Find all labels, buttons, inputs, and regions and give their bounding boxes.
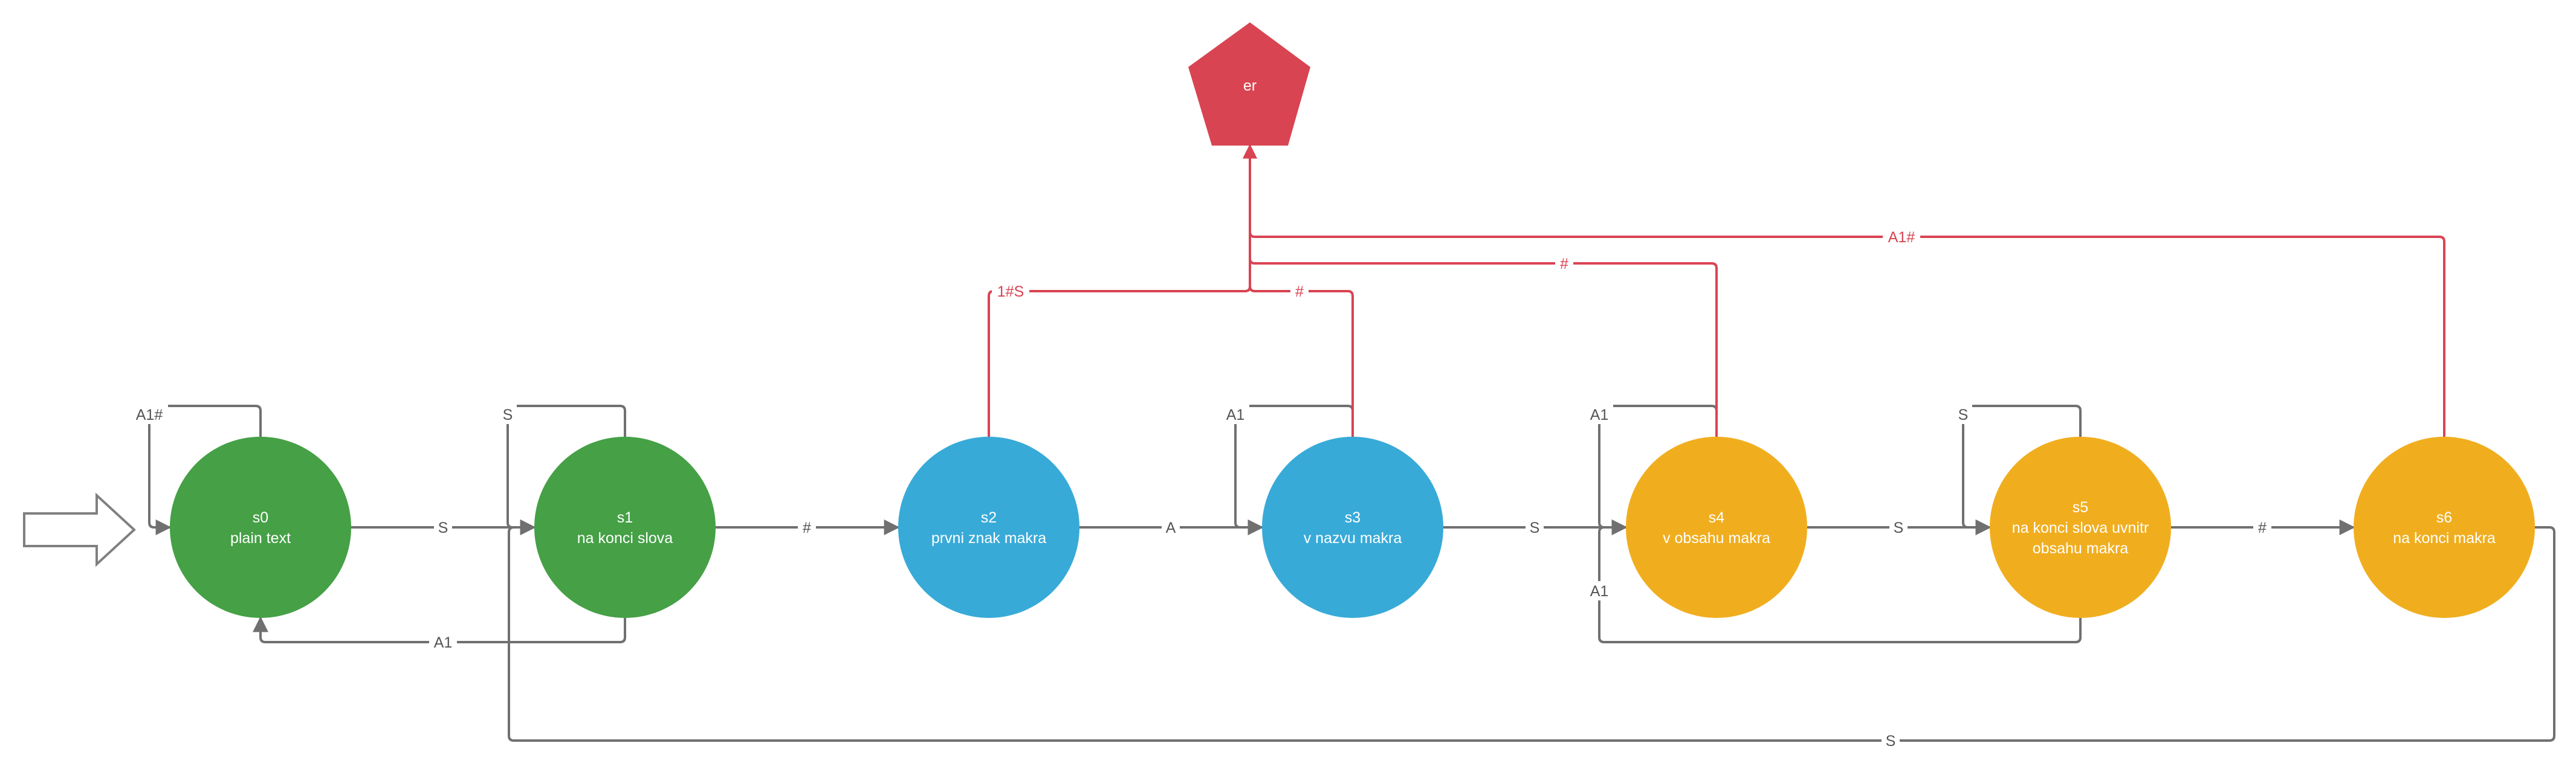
state-s2[interactable]: s2 prvni znak makra (898, 437, 1079, 618)
transition-label-group: A1# (1883, 227, 1920, 246)
states-layer: s0 plain text s1 na konci slova s2 prvni znak… (170, 437, 2535, 618)
state-circle-s1 (534, 437, 716, 618)
transition-label-group: S (1526, 518, 1544, 537)
error-state[interactable]: er (1188, 22, 1310, 146)
transition-s5-s4-14[interactable] (1598, 519, 2082, 643)
state-desc-s1: na konci slova (577, 530, 673, 547)
state-name-s3: s3 (1345, 509, 1361, 526)
transition-label-bg (1585, 405, 1613, 424)
state-desc-s6: na konci makra (2393, 530, 2496, 547)
transition-s4-er-12[interactable] (1243, 144, 1718, 437)
transition-label-bg (1882, 731, 1900, 750)
transition-label-group: A1 (1222, 405, 1249, 424)
transition-label-group: # (2253, 518, 2271, 537)
transition-label-group: 1#S (992, 281, 1029, 301)
transition-label-bg (429, 632, 457, 652)
transition-label-s6-er: A1# (1888, 229, 1915, 246)
state-desc-s5: na konci slova uvnitr (2012, 519, 2149, 536)
transition-label-group: A1 (1585, 581, 1613, 600)
error-state-label: er (1243, 77, 1257, 94)
transition-label-group: A1 (429, 632, 457, 652)
state-s5[interactable]: s5 na konci slova uvnitr obsahu makra (1990, 437, 2171, 618)
state-name-s4: s4 (1709, 509, 1725, 526)
transition-label-bg (1954, 405, 1972, 424)
transition-label-group: S (1889, 518, 1908, 537)
transition-label-bg (1889, 518, 1908, 537)
state-name-s6: s6 (2436, 509, 2452, 526)
transition-label-bg (1222, 405, 1249, 424)
state-name-s1: s1 (617, 509, 633, 526)
transition-s6-s1-17[interactable] (508, 519, 2555, 742)
transition-label-group: A (1162, 518, 1180, 537)
transition-label-s3-s4: S (1530, 519, 1540, 536)
state-circle-s4 (1626, 437, 1807, 618)
transition-label-group: # (1290, 281, 1309, 301)
transition-label-s1-s2: # (803, 519, 811, 536)
transition-label-group: S (499, 405, 517, 424)
transition-label-group: A1 (1585, 405, 1613, 424)
transition-label-bg (798, 518, 816, 537)
transition-label-s0-s0: A1# (136, 407, 163, 423)
transition-label-s2-s3: A (1166, 519, 1176, 536)
state-desc-s2: prvni znak makra (931, 530, 1046, 547)
error-state-pentagon (1188, 22, 1310, 146)
transition-label-bg (434, 518, 452, 537)
state-desc-s4: v obsahu makra (1663, 530, 1770, 547)
transition-label-s4-er: # (1560, 256, 1568, 272)
state-circle-s6 (2354, 437, 2535, 618)
transition-label-s1-s1: S (503, 407, 513, 423)
state-name-s0: s0 (253, 509, 268, 526)
state-s0[interactable]: s0 plain text (170, 437, 351, 618)
transition-label-group: S (1882, 731, 1900, 750)
transition-label-s2-er: 1#S (997, 283, 1024, 300)
transition-label-bg (2253, 518, 2271, 537)
transition-label-bg (131, 405, 168, 424)
transition-label-bg (1526, 518, 1544, 537)
state-s6[interactable]: s6 na konci makra (2354, 437, 2535, 618)
state-desc-s0: plain text (230, 530, 291, 547)
transition-label-bg (499, 405, 517, 424)
transition-label-group: S (434, 518, 452, 537)
transition-s6-er-16[interactable] (1243, 144, 2445, 437)
transition-label-s3-er: # (1295, 283, 1304, 300)
transition-label-bg (1162, 518, 1180, 537)
transition-label-group: A1# (131, 405, 168, 424)
transition-label-bg (1555, 254, 1573, 273)
transition-label-s4-s4: A1 (1590, 407, 1609, 423)
transition-label-s4-s5: S (1894, 519, 1904, 536)
state-circle-s2 (898, 437, 1079, 618)
transition-label-bg (992, 281, 1029, 301)
state-circle-s0 (170, 437, 351, 618)
transition-label-s3-s3: A1 (1226, 407, 1245, 423)
transition-label-group: # (798, 518, 816, 537)
transition-label-bg (1883, 227, 1920, 246)
state-circle-s3 (1262, 437, 1443, 618)
state-desc-s3: v nazvu makra (1304, 530, 1402, 547)
start-arrow (23, 492, 136, 567)
state-s4[interactable]: s4 v obsahu makra (1626, 437, 1807, 618)
transition-label-s0-s1: S (438, 519, 448, 536)
state-name-s2: s2 (981, 509, 997, 526)
transition-label-s5-s5: S (1958, 407, 1969, 423)
transition-label-bg (1585, 581, 1613, 600)
transition-label-s6-s1: S (1886, 733, 1896, 750)
transition-label-s5-s6: # (2258, 519, 2267, 536)
transition-label-s1-s0: A1 (434, 634, 453, 651)
state-circle-s5 (1990, 437, 2171, 618)
state-desc-s5: obsahu makra (2033, 540, 2129, 557)
state-name-s5: s5 (2073, 499, 2088, 516)
transition-label-s5-s4: A1 (1590, 583, 1609, 600)
state-s1[interactable]: s1 na konci slova (534, 437, 716, 618)
transition-label-bg (1290, 281, 1309, 301)
transition-label-group: # (1555, 254, 1573, 273)
state-s3[interactable]: s3 v nazvu makra (1262, 437, 1443, 618)
transition-label-group: S (1954, 405, 1972, 424)
